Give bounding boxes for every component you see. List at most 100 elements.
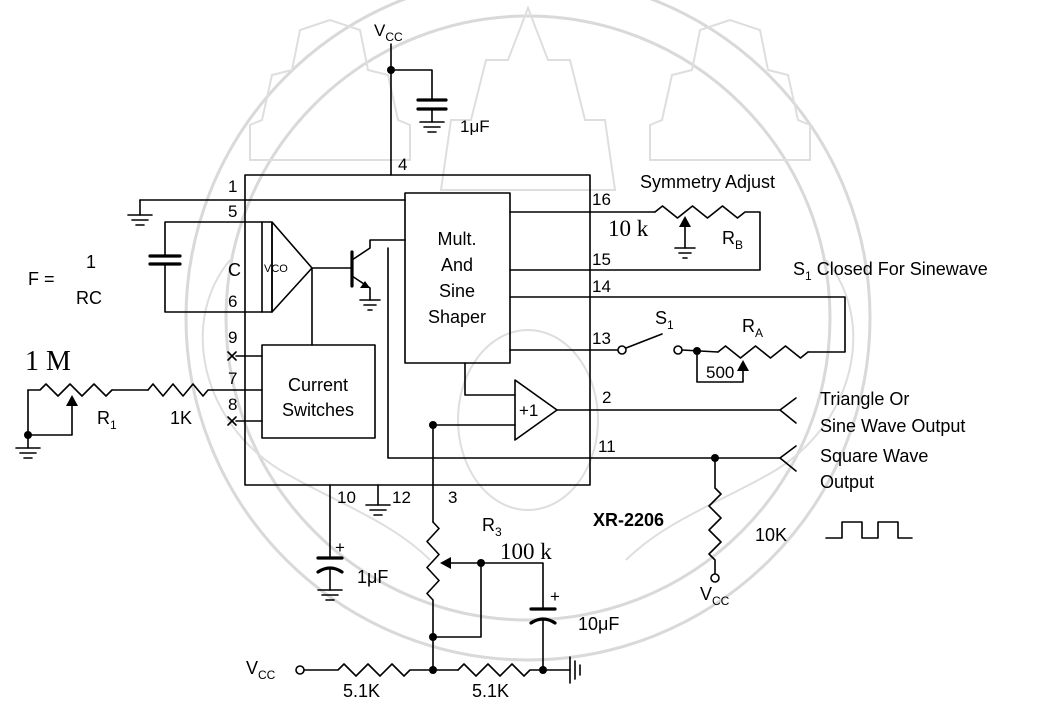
s1-lever — [625, 333, 663, 349]
r3-ref-main: R — [482, 515, 495, 535]
vcc-bottom-v: V — [246, 658, 258, 678]
ic-outline — [244, 174, 591, 486]
formula-f: F = — [28, 269, 55, 289]
current-switches-line-2: Switches — [282, 400, 354, 420]
seal-left-scroll — [201, 259, 431, 561]
ic-body: Mult. And Sine Shaper VCO Current Switch… — [244, 174, 664, 530]
pin-14: 14 — [592, 277, 611, 296]
r1-resistor — [27, 383, 113, 397]
r3-value: 100 k — [500, 539, 552, 564]
formula-denominator: RC — [76, 288, 102, 308]
node-r3-bottom — [429, 633, 437, 641]
vcc-pullup-terminal — [710, 573, 720, 583]
pin-4: 4 — [398, 155, 407, 174]
rb-wiper-arrow — [679, 216, 691, 227]
wire-shaper-buffer — [464, 362, 516, 396]
bias-resistor-2 — [457, 663, 571, 677]
pin-6: 6 — [228, 292, 237, 311]
square-output-line-1: Square Wave — [820, 446, 928, 466]
vcc-pullup-v: V — [700, 584, 712, 604]
ground-icon — [317, 589, 343, 601]
pin-labels: 4 1 5 6 9 7 8 16 15 14 13 2 11 10 12 3 — [228, 155, 616, 507]
pin-13: 13 — [592, 329, 611, 348]
wire-decoupling — [390, 69, 433, 101]
r1-ref-main: R — [97, 408, 110, 428]
wire-r3-wiper-loop — [432, 562, 482, 638]
vcc-pullup-sub: CC — [712, 594, 730, 608]
pin-3: 3 — [448, 488, 457, 507]
cap-10u-plus: + — [550, 587, 560, 606]
ra-trim-loop — [696, 350, 744, 383]
pin-10: 10 — [337, 488, 356, 507]
pin-11: 11 — [598, 437, 616, 456]
r1-ref-sub: 1 — [110, 418, 117, 432]
node-cap-10u-bottom — [539, 666, 547, 674]
ra-resistor — [717, 345, 809, 359]
rb-ref-sub: B — [735, 238, 743, 252]
pin-8: 8 — [228, 395, 237, 414]
wire-pin5 — [164, 221, 263, 257]
seal-inner-ring — [224, 14, 832, 622]
ground-icon — [569, 656, 581, 684]
vco-label: VCO — [264, 263, 288, 275]
buffer-label: +1 — [519, 401, 538, 420]
vcc-bottom-label: VCC — [246, 658, 276, 682]
no-connect-icon — [227, 351, 237, 361]
top-supply: VCC 1μF — [374, 21, 490, 176]
no-connect-icon — [227, 416, 237, 426]
current-switches-block — [261, 344, 376, 439]
wire-cap-10u — [480, 562, 544, 610]
ra-trim-value: 500 — [706, 363, 734, 382]
ra-ref: RA — [742, 316, 763, 340]
triangle-output-line-1: Triangle Or — [820, 389, 909, 409]
ra-ref-main: R — [742, 316, 755, 336]
transistor-icon — [350, 239, 406, 311]
rb-value: 10 k — [608, 216, 649, 241]
seal-central-spire — [439, 5, 617, 191]
bias-resistor-1-value: 5.1K — [343, 681, 380, 701]
shaper-line-4: Shaper — [428, 307, 486, 327]
chip-name: XR-2206 — [593, 510, 664, 530]
pin-9: 9 — [228, 328, 237, 347]
r1-ref: R1 — [97, 408, 117, 432]
formula-numerator: 1 — [86, 252, 96, 272]
wire-pin14 — [509, 296, 846, 353]
seal-outer-ring — [184, 0, 872, 662]
s1-contact-right — [673, 345, 683, 355]
r1-value: 1 M — [25, 346, 71, 377]
rb-ref-main: R — [722, 228, 735, 248]
right-circuit: Symmetry Adjust 10 k RB S1 Closed For Si… — [509, 172, 988, 608]
left-circuit: C F = 1 RC 1 M R1 1K — [15, 199, 406, 459]
ground-icon — [674, 247, 696, 259]
vcc-top-label: VCC — [374, 21, 403, 44]
r3-ref: R3 — [482, 515, 502, 539]
r3-wiper-arrow — [440, 557, 451, 569]
pullup-value: 10K — [755, 525, 787, 545]
switch-note-sub: 1 — [805, 269, 812, 283]
ground-icon — [365, 484, 391, 516]
cap-10u-value: 10μF — [578, 614, 619, 634]
rb-ref: RB — [722, 228, 743, 252]
shaper-block — [404, 192, 511, 364]
square-wave-icon — [825, 521, 913, 539]
s1-contact-left — [617, 345, 627, 355]
wire-pin6 — [164, 263, 263, 313]
shaper-line-2: And — [441, 255, 473, 275]
vcc-bottom-sub: CC — [258, 668, 276, 682]
buffer-triangle — [514, 379, 558, 441]
pullup-resistor — [708, 457, 722, 575]
pin-7: 7 — [228, 369, 237, 388]
ra-ref-sub: A — [755, 326, 763, 340]
seal-right-tower — [649, 18, 811, 161]
square-output-connector — [779, 445, 797, 472]
switch-note-text: Closed For Sinewave — [812, 259, 988, 279]
wire-r1-ground — [27, 389, 73, 436]
vcc-top-v: V — [374, 21, 386, 40]
ra-wiper-arrow — [737, 360, 749, 371]
vcc-bottom-terminal — [295, 665, 305, 675]
cap-c-label: C — [228, 260, 241, 280]
seal-watermark — [184, 0, 872, 662]
triangle-output-connector — [779, 397, 797, 424]
node-bias-mid — [429, 666, 437, 674]
